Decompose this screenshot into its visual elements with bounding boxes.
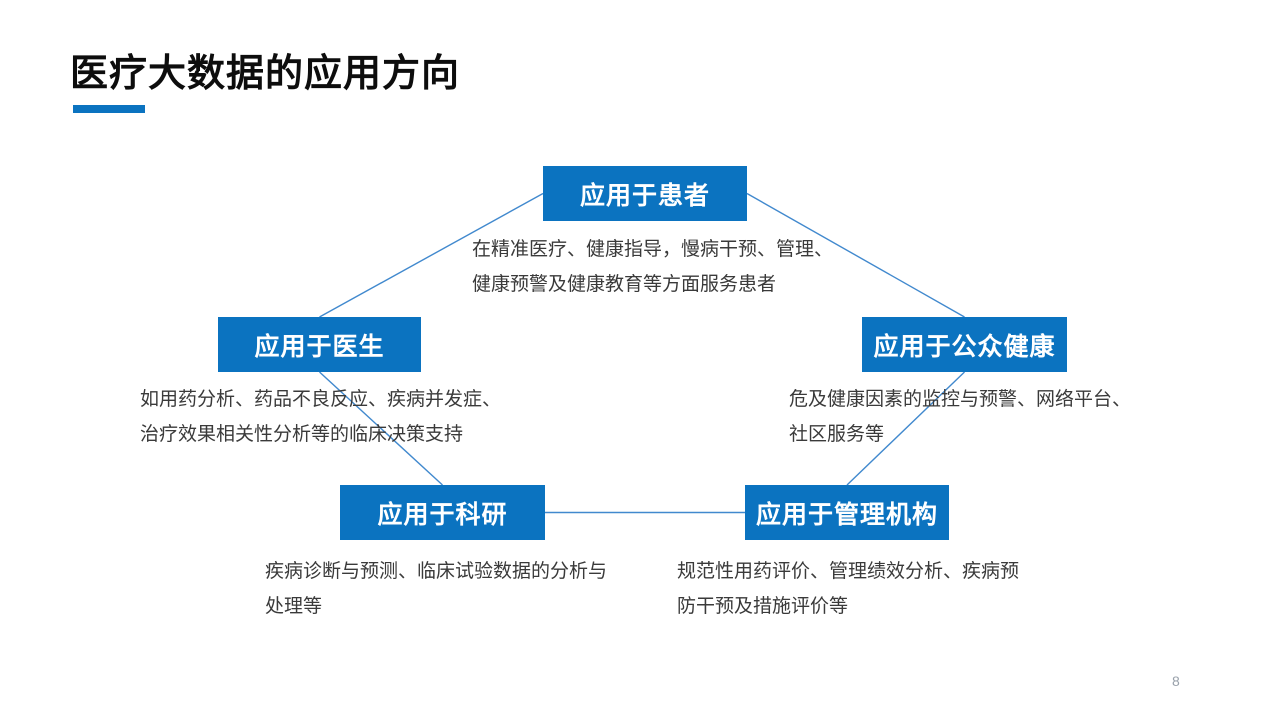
- node-desc-management: 规范性用药评价、管理绩效分析、疾病预 防干预及措施评价等: [677, 554, 1019, 624]
- desc-line: 治疗效果相关性分析等的临床决策支持: [140, 424, 464, 445]
- desc-line: 疾病诊断与预测、临床试验数据的分析与: [265, 561, 608, 582]
- desc-line: 处理等: [265, 596, 323, 617]
- node-desc-research: 疾病诊断与预测、临床试验数据的分析与 处理等: [265, 554, 607, 624]
- page-title: 医疗大数据的应用方向: [70, 53, 461, 95]
- page-number: 8: [1172, 673, 1180, 689]
- desc-line: 防干预及措施评价等: [677, 596, 849, 617]
- node-desc-doctors: 如用药分析、药品不良反应、疾病并发症、 治疗效果相关性分析等的临床决策支持: [140, 382, 501, 452]
- desc-line: 社区服务等: [789, 424, 885, 445]
- node-box-management: 应用于管理机构: [745, 485, 949, 540]
- desc-line: 在精准医疗、健康指导，慢病干预、管理、: [472, 239, 834, 260]
- desc-line: 如用药分析、药品不良反应、疾病并发症、: [140, 389, 502, 410]
- desc-line: 规范性用药评价、管理绩效分析、疾病预: [677, 561, 1020, 582]
- node-desc-patients: 在精准医疗、健康指导，慢病干预、管理、 健康预警及健康教育等方面服务患者: [472, 232, 833, 302]
- node-box-patients: 应用于患者: [543, 166, 747, 221]
- desc-line: 危及健康因素的监控与预警、网络平台、: [789, 389, 1132, 410]
- node-box-research: 应用于科研: [340, 485, 545, 540]
- node-box-doctors: 应用于医生: [218, 317, 421, 372]
- desc-line: 健康预警及健康教育等方面服务患者: [472, 274, 777, 295]
- node-box-public-health: 应用于公众健康: [862, 317, 1067, 372]
- title-underline-bar: [73, 105, 145, 113]
- node-desc-public-health: 危及健康因素的监控与预警、网络平台、 社区服务等: [789, 382, 1131, 452]
